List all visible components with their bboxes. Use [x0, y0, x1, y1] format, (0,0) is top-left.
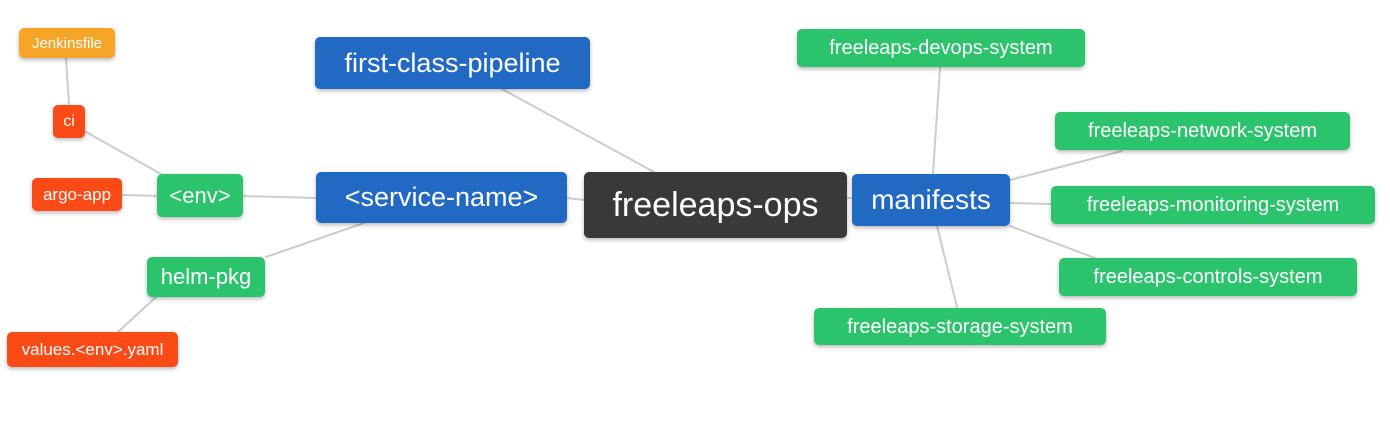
- node-jenkinsfile[interactable]: Jenkinsfile: [19, 28, 115, 58]
- edge-env-service-name: [242, 195, 317, 199]
- node-freeleaps-storage-system[interactable]: freeleaps-storage-system: [814, 308, 1106, 345]
- node-freeleaps-network-system[interactable]: freeleaps-network-system: [1055, 112, 1350, 150]
- node-manifests[interactable]: manifests: [852, 174, 1010, 226]
- edge-manifests-freeleaps-controls-system: [1009, 225, 1096, 259]
- node-label: values.<env>.yaml: [21, 340, 164, 359]
- node-service-name[interactable]: <service-name>: [316, 172, 567, 223]
- node-label: freeleaps-monitoring-system: [1086, 194, 1340, 216]
- node-label: manifests: [871, 184, 991, 215]
- node-label: freeleaps-devops-system: [829, 37, 1053, 59]
- node-label: Jenkinsfile: [31, 34, 103, 52]
- node-label: freeleaps-storage-system: [847, 315, 1073, 338]
- edge-manifests-freeleaps-devops-system: [932, 66, 941, 175]
- node-label: <env>: [169, 182, 231, 208]
- node-label: first-class-pipeline: [344, 47, 561, 78]
- node-helm-pkg[interactable]: helm-pkg: [147, 257, 265, 297]
- node-freeleaps-controls-system[interactable]: freeleaps-controls-system: [1059, 258, 1357, 296]
- node-label: ci: [63, 112, 75, 130]
- edge-jenkinsfile-ci: [65, 57, 70, 106]
- node-ci[interactable]: ci: [53, 105, 85, 138]
- edge-service-name-freeleaps-ops: [566, 197, 585, 201]
- edge-manifests-freeleaps-monitoring-system: [1009, 202, 1052, 205]
- node-freeleaps-monitoring-system[interactable]: freeleaps-monitoring-system: [1051, 186, 1375, 224]
- node-freeleaps-ops[interactable]: freeleaps-ops: [584, 172, 847, 238]
- edge-ci-env: [85, 131, 162, 175]
- edge-manifests-freeleaps-storage-system: [936, 225, 958, 308]
- edge-helm-pkg-service-name: [265, 222, 365, 258]
- node-label: freeleaps-ops: [612, 186, 819, 224]
- node-values-env-yaml[interactable]: values.<env>.yaml: [7, 332, 178, 367]
- edge-first-class-pipeline-freeleaps-ops: [501, 88, 655, 173]
- node-freeleaps-devops-system[interactable]: freeleaps-devops-system: [797, 29, 1085, 67]
- node-label: freeleaps-network-system: [1088, 120, 1317, 142]
- node-argo-app[interactable]: argo-app: [32, 178, 122, 211]
- node-label: helm-pkg: [160, 264, 252, 289]
- node-label: argo-app: [42, 185, 112, 204]
- node-label: freeleaps-controls-system: [1093, 266, 1323, 288]
- edge-argo-app-env: [121, 194, 158, 197]
- node-first-class-pipeline[interactable]: first-class-pipeline: [315, 37, 590, 89]
- edge-values-env-yaml-helm-pkg: [117, 296, 157, 333]
- node-env[interactable]: <env>: [157, 174, 243, 217]
- edge-manifests-freeleaps-network-system: [1009, 150, 1123, 181]
- node-label: <service-name>: [344, 182, 539, 212]
